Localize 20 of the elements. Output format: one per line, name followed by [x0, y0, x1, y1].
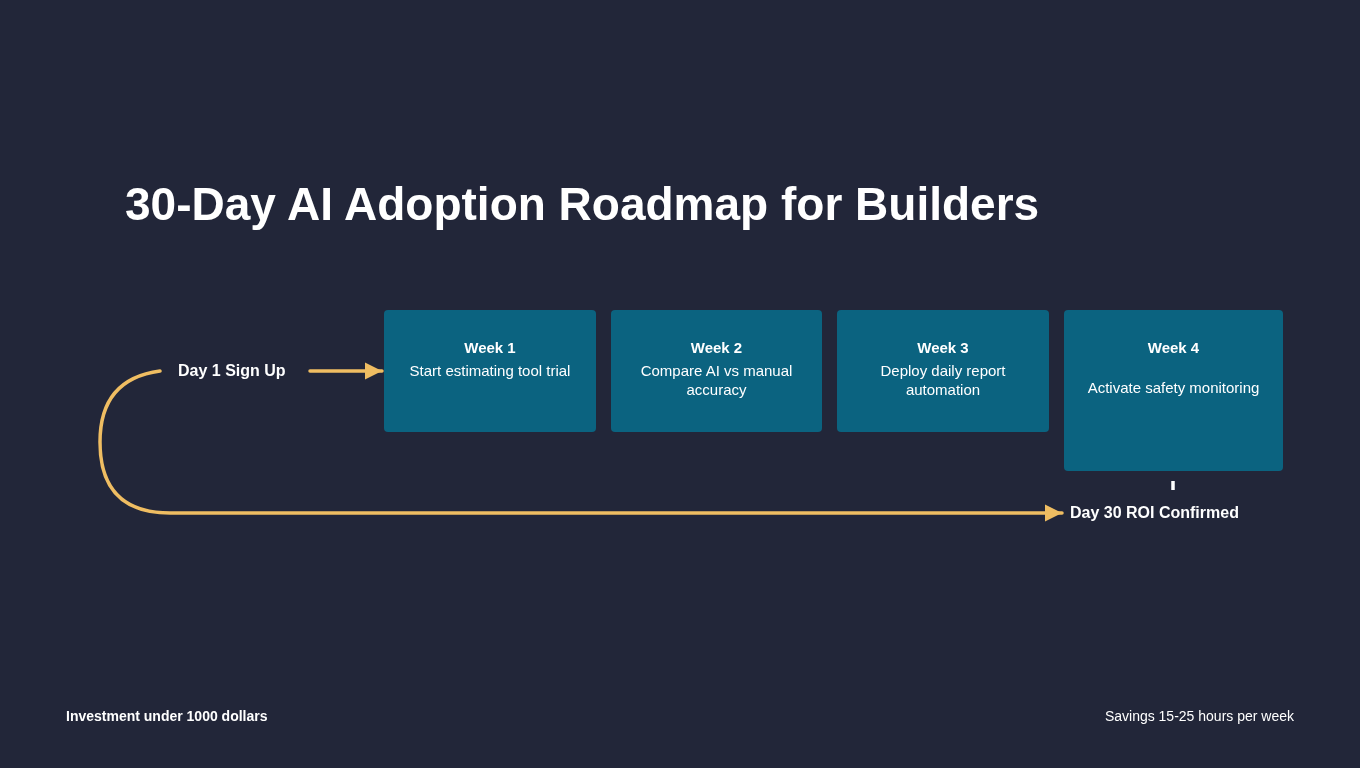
step-description: Activate safety monitoring	[1087, 378, 1260, 397]
title: 30-Day AI Adoption Roadmap for Builders	[125, 177, 1040, 232]
step-description: Start estimating tool trial	[409, 361, 571, 380]
step-description: Compare AI vs manual accuracy	[639, 361, 794, 399]
step-heading: Week 1	[464, 338, 516, 358]
step-heading: Week 4	[1147, 338, 1200, 358]
step-card	[611, 310, 822, 432]
step-description: Deploy daily report automation	[879, 361, 1007, 399]
arrow	[98, 369, 1064, 522]
milestone-label: Day 1 Sign Up	[160, 358, 310, 384]
milestone-label: Day 30 ROI Confirmed	[1062, 500, 1262, 526]
step-heading: Week 2	[690, 338, 743, 358]
step-card	[1064, 310, 1283, 471]
arrow	[308, 362, 384, 380]
footer-note: Savings 15-25 hours per week	[1104, 707, 1294, 726]
connector-line	[1171, 481, 1175, 490]
step-card	[384, 310, 596, 432]
step-card	[837, 310, 1049, 432]
footer-note: Investment under 1000 dollars	[66, 707, 268, 726]
step-heading: Week 3	[917, 338, 969, 358]
